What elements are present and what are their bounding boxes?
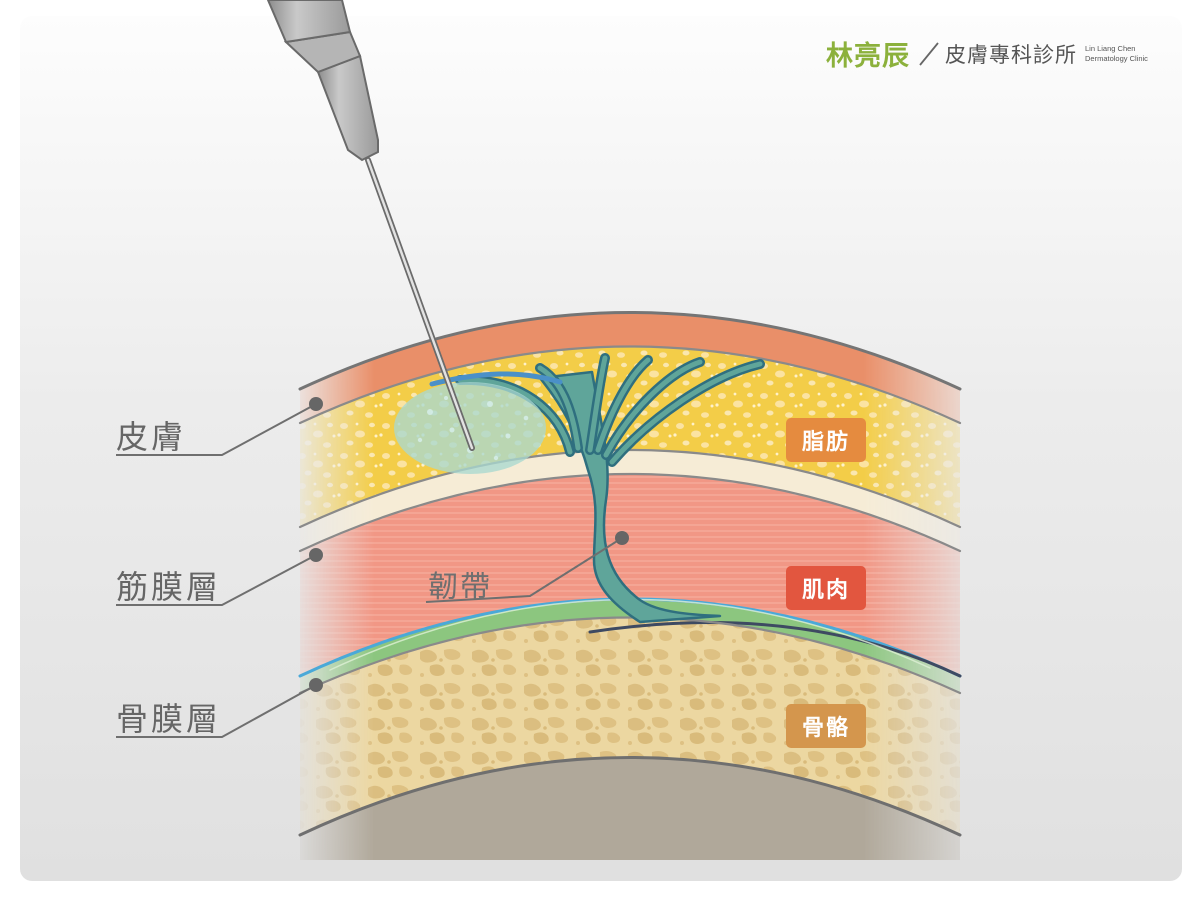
brand-clinic-name: 皮膚專科診所 [945,42,1077,67]
bone-base-line [298,756,962,837]
tag-bone: 骨骼 [786,704,867,748]
skin-base-line [298,345,962,425]
fat-base-line [298,449,962,529]
fascia-base-line [298,473,962,553]
periosteum-layer [300,600,960,693]
skin-layer [300,312,960,423]
skin-surface-line [298,311,962,391]
ligament-trunk [538,370,722,624]
label-skin: 皮膚 [116,418,187,456]
label-ligament: 韌帶 [428,570,492,605]
label-fascia: 筋膜層 [116,568,222,606]
label-periosteum: 骨膜層 [116,700,222,738]
brand-name: 林亮辰 [826,41,910,72]
filler-deposit [394,382,546,474]
slash-divider [919,41,939,66]
clinic-brand: 林亮辰 皮膚專科診所 Lin Liang Chen Dermatology Cl… [826,34,1148,73]
periosteum-dark-line [588,621,962,678]
brand-english-line1: Lin Liang Chen [1085,43,1136,53]
layer-boundaries [298,311,962,837]
syringe-needle-icon [266,0,475,451]
brand-english: Lin Liang Chen Dermatology Clinic [1085,44,1148,64]
bone-top-line [298,616,962,695]
leader-lines [116,403,623,738]
tag-muscle: 肌肉 [786,566,867,610]
ligament-branch-fill [457,355,763,465]
dot-pointer-icon [309,397,629,692]
ligament [429,353,765,624]
tag-fat: 脂肪 [786,418,867,462]
muscle-fibers [300,474,960,676]
bone-texture [300,617,960,835]
bone-layer-base [300,757,960,904]
brand-english-line2: Dermatology Clinic [1085,53,1148,63]
fascia-layer [300,450,960,551]
